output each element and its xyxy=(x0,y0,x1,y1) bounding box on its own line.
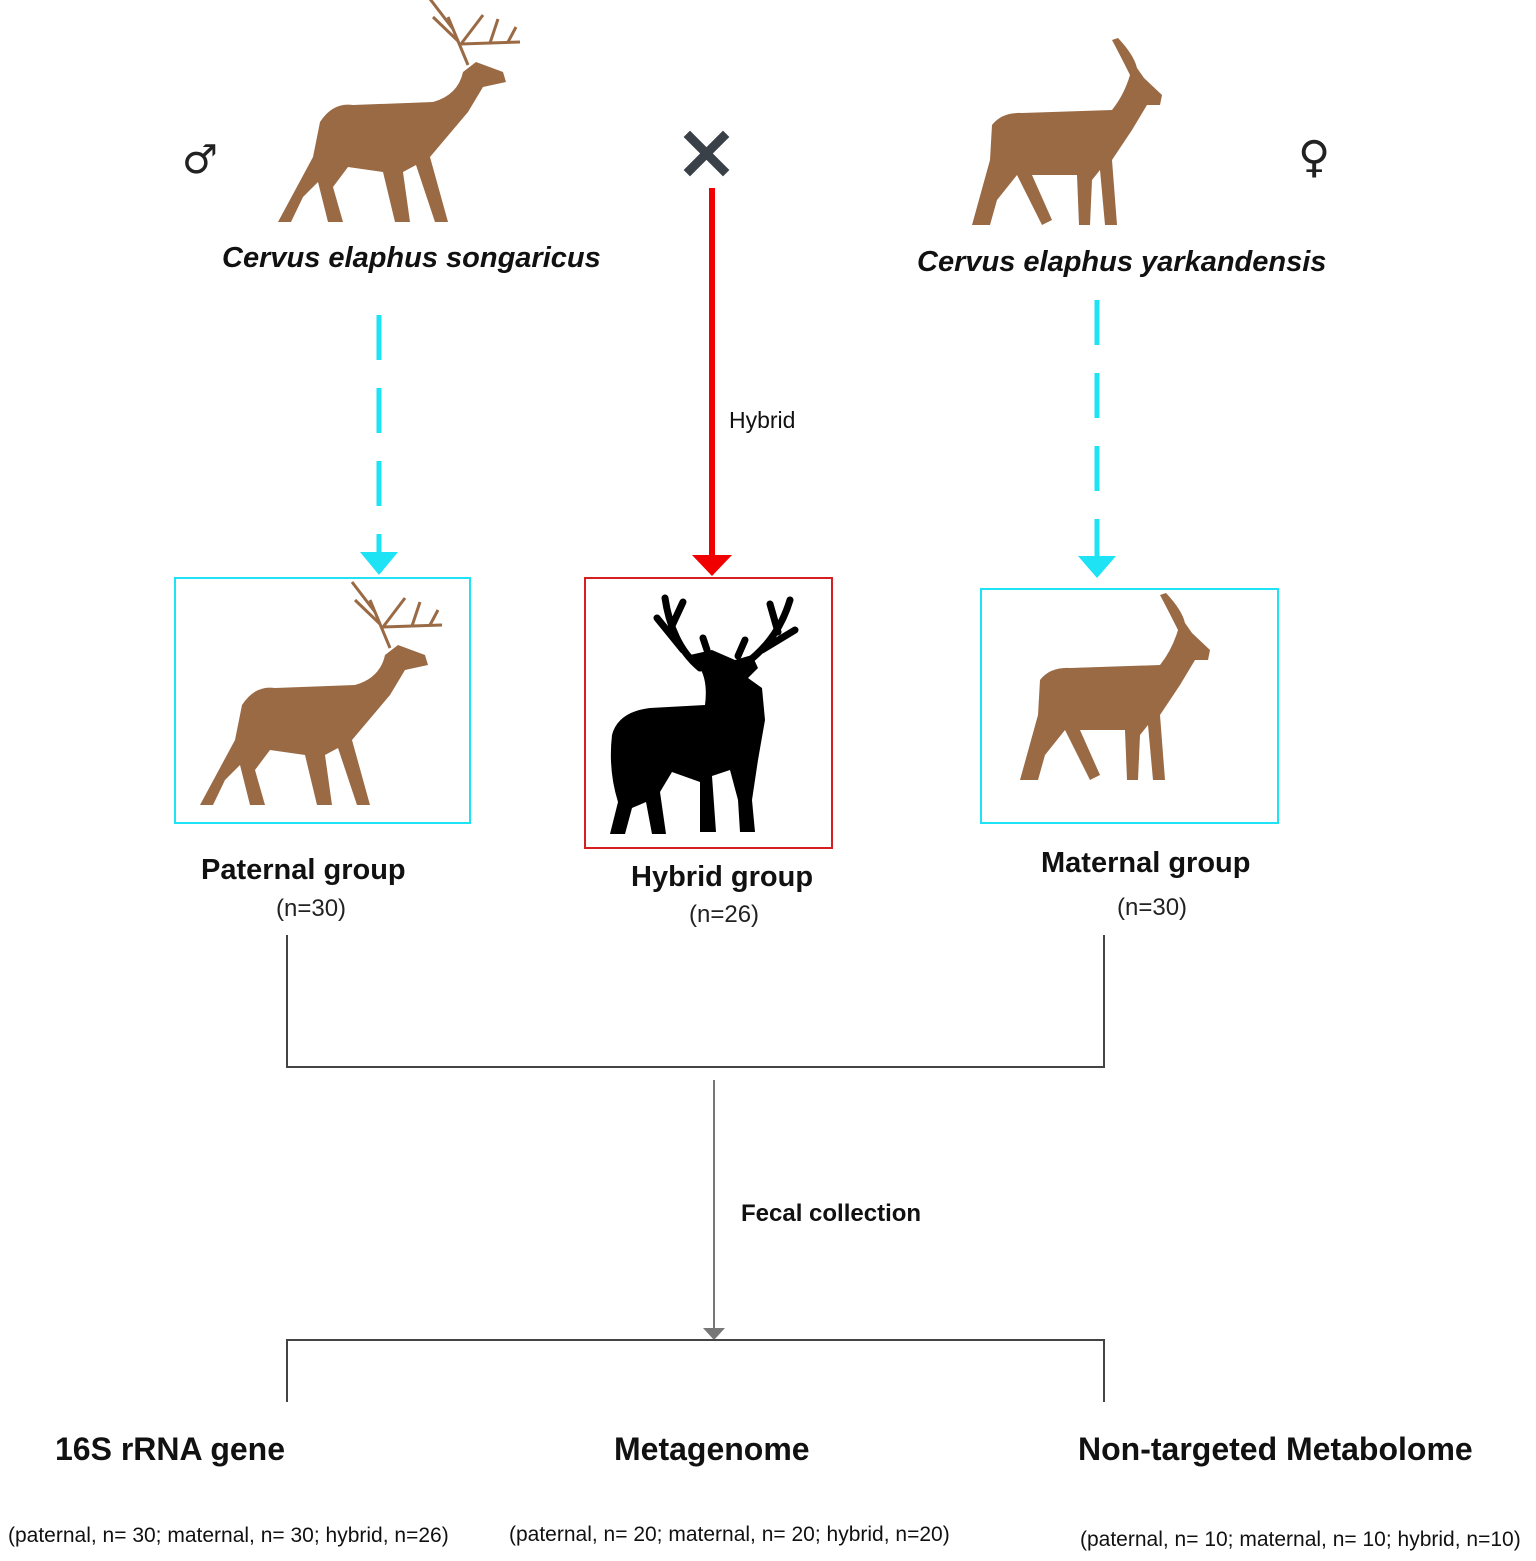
paternal-species-label: Cervus elaphus songaricus xyxy=(222,242,601,274)
group-merge-connector xyxy=(286,935,1105,1068)
paternal-group-box xyxy=(174,577,471,824)
paternal-group-n: (n=30) xyxy=(276,895,347,922)
female-sign-icon: ♀ xyxy=(1298,132,1331,183)
maternal-species-label: Cervus elaphus yarkandensis xyxy=(917,246,1327,278)
hybrid-deer-icon xyxy=(610,594,799,834)
hybrid-arrow xyxy=(692,188,732,576)
method-metabolome-n: (paternal, n= 10; maternal, n= 10; hybri… xyxy=(1080,1528,1521,1551)
hybrid-group-title: Hybrid group xyxy=(631,861,814,893)
maternal-group-box xyxy=(980,588,1279,824)
fecal-collection-label: Fecal collection xyxy=(741,1200,922,1227)
maternal-dashed-arrow xyxy=(1078,300,1116,578)
paternal-group-title: Paternal group xyxy=(201,854,406,886)
method-metabolome-title: Non-targeted Metabolome xyxy=(1078,1431,1473,1467)
method-metagenome-n: (paternal, n= 20; maternal, n= 20; hybri… xyxy=(509,1523,950,1546)
paternal-group-deer-icon xyxy=(198,580,444,807)
cross-x-icon xyxy=(683,130,730,177)
maternal-group-n: (n=30) xyxy=(1117,894,1188,921)
maternal-group-title: Maternal group xyxy=(1041,847,1251,879)
method-16s-n: (paternal, n= 30; maternal, n= 30; hybri… xyxy=(8,1524,449,1547)
hybrid-group-box xyxy=(584,577,833,849)
paternal-dashed-arrow xyxy=(360,315,398,575)
maternal-deer-icon xyxy=(972,38,1162,225)
method-metagenome-title: Metagenome xyxy=(614,1431,810,1467)
methods-split-connector xyxy=(286,1339,1105,1402)
paternal-deer-icon xyxy=(276,0,522,224)
hybrid-group-n: (n=26) xyxy=(689,901,760,928)
method-16s-title: 16S rRNA gene xyxy=(55,1431,285,1467)
hybrid-arrow-label: Hybrid xyxy=(729,407,796,433)
male-sign-icon: ♂ xyxy=(182,137,218,183)
fecal-collection-arrow xyxy=(703,1080,725,1340)
maternal-group-deer-icon xyxy=(1020,593,1210,780)
